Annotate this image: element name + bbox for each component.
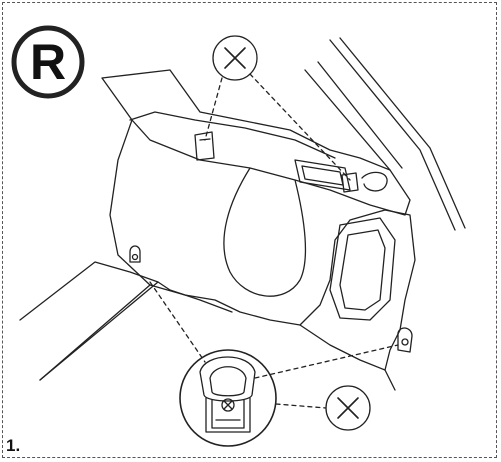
x-circle-icon [325, 385, 371, 431]
x-circle-icon [212, 35, 258, 81]
rear-pillar-lines [304, 37, 466, 231]
trunk-floor [19, 261, 386, 381]
hook-detail-zoom [179, 349, 277, 447]
badge-letter: R [29, 34, 67, 90]
upper-clip [194, 131, 215, 161]
side-trim-panel [109, 119, 416, 391]
badge-r [11, 25, 85, 99]
side-hook-right [397, 327, 413, 353]
step-number: 1. [6, 436, 21, 455]
floor-hook-left [129, 245, 141, 263]
illustration-frame [2, 2, 497, 458]
upper-trim-panel [101, 69, 411, 216]
latch-cluster [294, 159, 388, 193]
leader-lines [149, 73, 399, 409]
